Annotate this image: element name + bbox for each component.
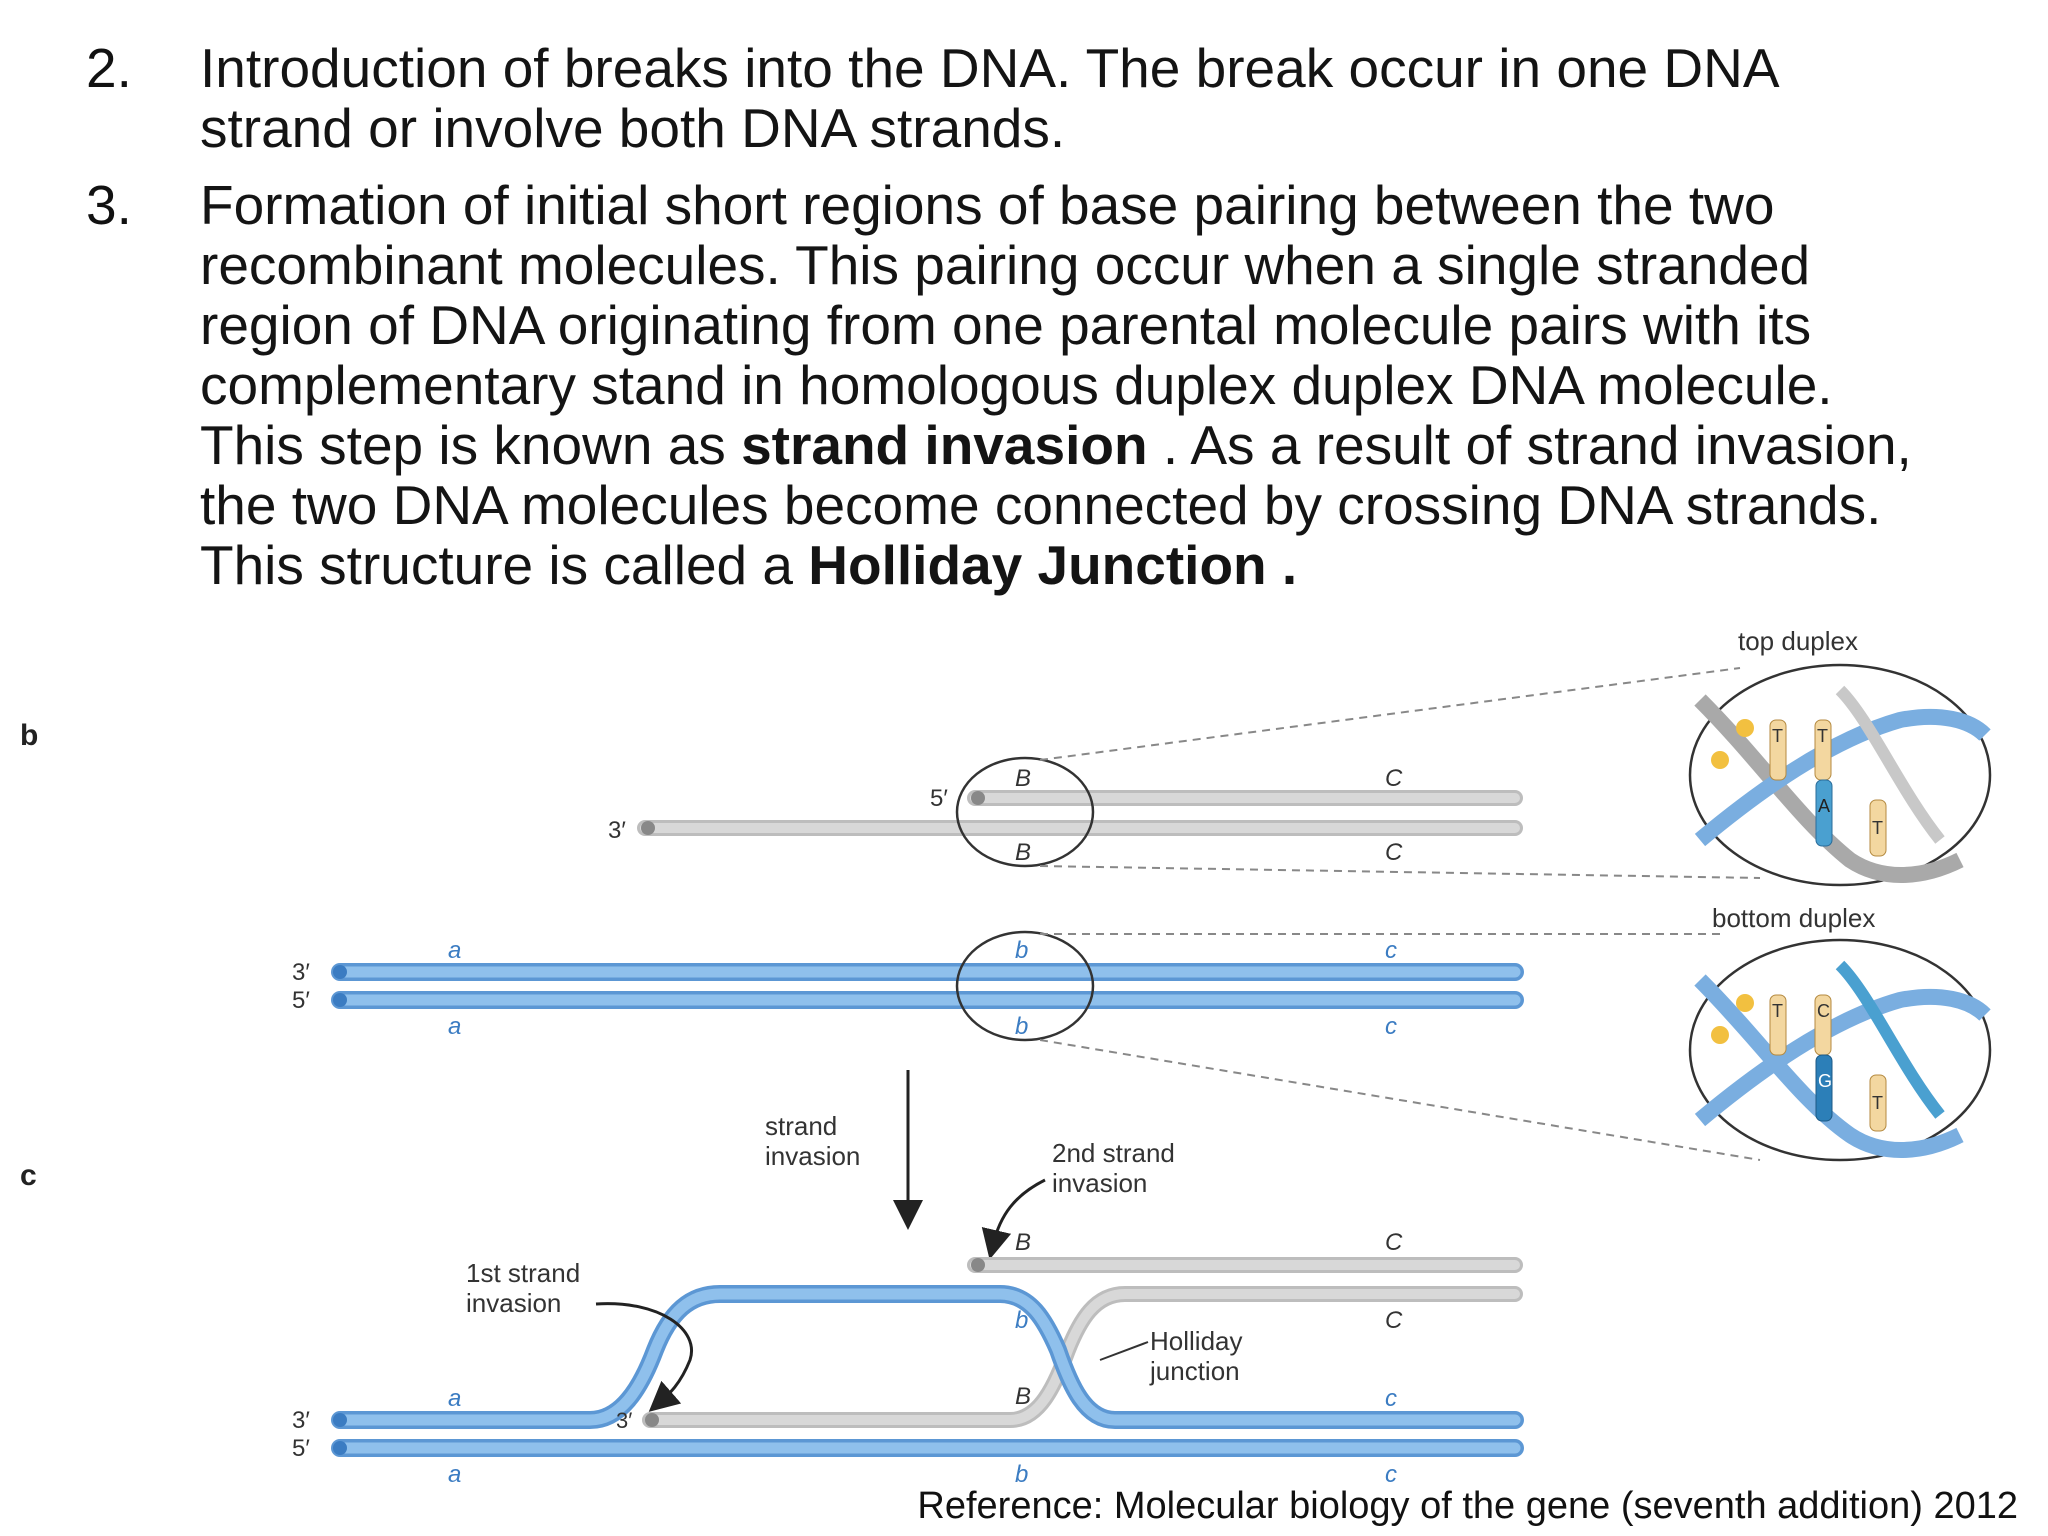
point-3-number: 3. [86,174,132,236]
top-helix-T3: T [1872,818,1883,838]
top-duplex-helix: T T A T [1688,663,1992,887]
panel-c-C-second: C [1385,1307,1403,1334]
bottom-helix-T1: T [1772,1001,1783,1021]
top-helix-T1: T [1772,726,1783,746]
reference-citation: Reference: Molecular biology of the gene… [917,1485,2018,1527]
bottom-duplex-helix: T C G T [1688,938,1992,1162]
point-3-line-2: recombinant molecules. This pairing occu… [200,234,1811,296]
bottom-c-upper: c [1385,937,1397,964]
top-C-lower: C [1385,839,1403,866]
bottom-helix-G: G [1818,1071,1832,1091]
second-invasion-label-2: invasion [1052,1168,1147,1198]
second-invasion-label-1: 2nd strand [1052,1138,1175,1168]
top-B-lower: B [1015,839,1031,866]
top-duplex-5prime: 5′ [930,785,948,812]
panel-c-blue-strands [331,1285,1524,1457]
bottom-b-lower: b [1015,1013,1028,1040]
panel-c-a-lower: a [448,1461,461,1488]
second-invasion-arrow [981,1178,1046,1260]
point-3-line-7: This structure is called a Holliday Junc… [200,535,1297,595]
panel-c-b-lower: b [1015,1461,1028,1488]
point-3-line-4: complementary stand in homologous duplex… [200,354,1833,416]
holliday-junction-term: Holliday Junction . [808,534,1298,596]
top-duplex-label: top duplex [1738,626,1858,656]
line5-pre: This step is known as [200,414,742,476]
holliday-label-1: Holliday [1150,1326,1243,1356]
bottom-duplex-3prime: 3′ [292,959,310,986]
panel-c-label: c [20,1159,37,1192]
bottom-a-lower: a [448,1013,461,1040]
panel-c-B-top: B [1015,1229,1031,1256]
top-gray-duplex [637,790,1523,836]
bottom-duplex-label: bottom duplex [1712,903,1875,933]
bottom-a-upper: a [448,937,461,964]
panel-c-B-lower: B [1015,1383,1031,1410]
bottom-helix-T2: T [1872,1093,1883,1113]
point-3-line-5: This step is known as strand invasion . … [200,415,1912,475]
panel-c-C-top: C [1385,1229,1403,1256]
top-helix-A: A [1818,796,1830,816]
point-2-line-2: strand or involve both DNA strands. [200,97,1066,159]
point-3-line-1: Formation of initial short regions of ba… [200,174,1775,236]
panel-c-c-lower: c [1385,1461,1397,1488]
panel-c-gray-strands [642,1257,1523,1428]
panel-c-b-upper: b [1015,1307,1028,1334]
point-3-line-6: the two DNA molecules become connected b… [200,474,1882,536]
panel-c-c-upper: c [1385,1385,1397,1412]
top-C-upper: C [1385,765,1403,792]
strand-invasion-term: strand invasion [741,414,1148,476]
bottom-c-lower: c [1385,1013,1397,1040]
line5-post: . As a result of strand invasion, [1147,414,1912,476]
holliday-leader-line [1099,1341,1149,1361]
bottom-duplex-5prime: 5′ [292,987,310,1014]
panel-b-label: b [20,719,38,752]
panel-c-5prime: 5′ [292,1435,310,1462]
panel-c-a-upper: a [448,1385,461,1412]
first-invasion-label-1: 1st strand [466,1258,580,1288]
bottom-helix-C: C [1817,1001,1830,1021]
panel-c-invading-3prime: 3′ [616,1408,632,1433]
top-helix-T2: T [1817,726,1828,746]
point-2-line-1: Introduction of breaks into the DNA. The… [200,37,1780,99]
holliday-label-2: junction [1149,1356,1240,1386]
strand-invasion-label-2: invasion [765,1141,860,1171]
bottom-duplex-focus-circle [955,930,1095,1042]
zoom-guide-lines [1039,667,1761,1161]
first-invasion-label-2: invasion [466,1288,561,1318]
strand-invasion-label-1: strand [765,1111,837,1141]
first-invasion-arrow [595,1302,693,1412]
line7-pre: This structure is called a [200,534,809,596]
bottom-b-upper: b [1015,937,1028,964]
panel-c-3prime: 3′ [292,1407,310,1434]
bottom-blue-duplex [331,963,1524,1009]
point-2-number: 2. [86,37,132,99]
point-3-line-3: region of DNA originating from one paren… [200,294,1812,356]
top-duplex-3prime: 3′ [608,817,626,844]
top-B-upper: B [1015,765,1031,792]
top-duplex-focus-circle [955,756,1095,868]
